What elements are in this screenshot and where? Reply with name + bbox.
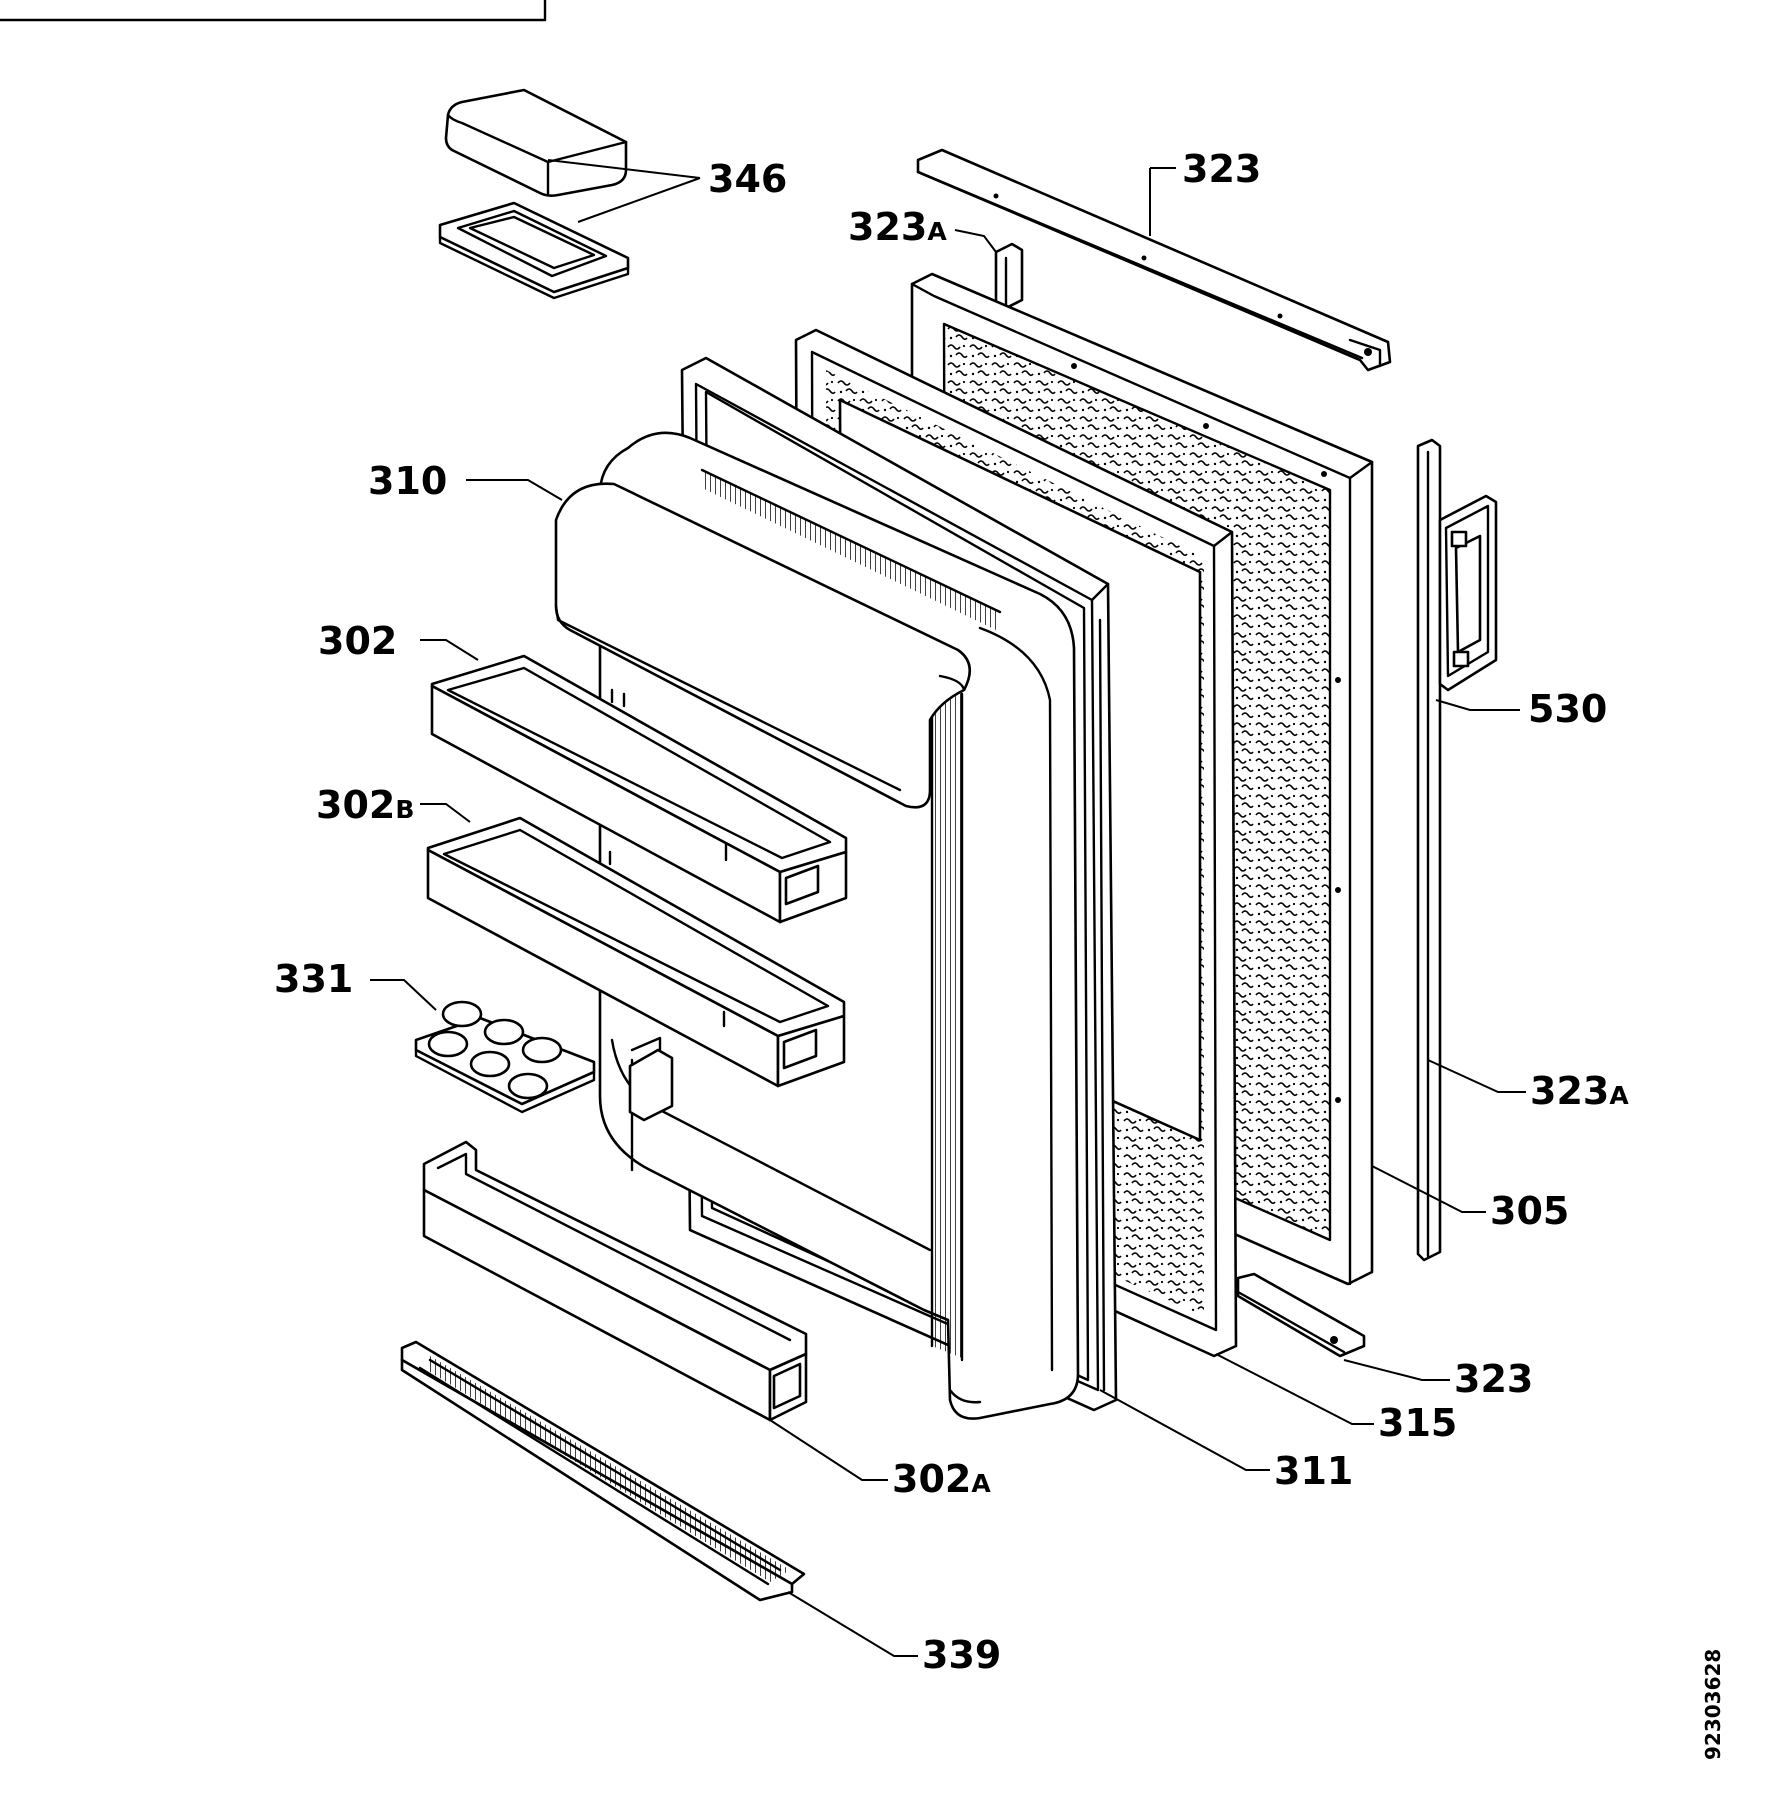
part-323-bottom-bracket — [1236, 1272, 1366, 1358]
part-323a-right-strip — [1416, 438, 1442, 1262]
part-302b-door-shelf — [426, 816, 846, 1088]
label-310: 310 — [368, 459, 447, 503]
part-346-butter-tray — [438, 201, 630, 300]
part-323-top-bracket — [916, 148, 1392, 372]
label-311: 311 — [1274, 1449, 1353, 1493]
part-346-butter-lid — [444, 88, 628, 197]
label-323-bottom: 323 — [1454, 1357, 1533, 1401]
drawing-number: 92303628 — [1701, 1649, 1725, 1760]
part-339-grille — [400, 1340, 806, 1602]
part-310-dairy-flap — [554, 482, 972, 809]
corner-frame — [0, 0, 547, 22]
label-323-top: 323 — [1182, 147, 1261, 191]
part-labels: 346 323 323A 310 302 302B 331 530 323A 3… — [274, 147, 1629, 1677]
part-323a-top-strip — [994, 242, 1024, 310]
label-346: 346 — [708, 157, 787, 201]
part-302-door-shelf — [430, 654, 848, 924]
label-315: 315 — [1378, 1401, 1457, 1445]
label-530: 530 — [1528, 687, 1607, 731]
label-323a-top: 323A — [848, 205, 947, 249]
part-331-egg-tray — [414, 1000, 596, 1114]
label-339: 339 — [922, 1633, 1001, 1677]
label-323a-right: 323A — [1530, 1069, 1629, 1113]
label-302b: 302B — [316, 783, 414, 827]
label-331: 331 — [274, 957, 353, 1001]
label-305: 305 — [1490, 1189, 1569, 1233]
label-302a: 302A — [892, 1457, 991, 1501]
part-530-door-handle — [1438, 494, 1498, 692]
label-302: 302 — [318, 619, 397, 663]
leader-lines — [370, 159, 1526, 1657]
